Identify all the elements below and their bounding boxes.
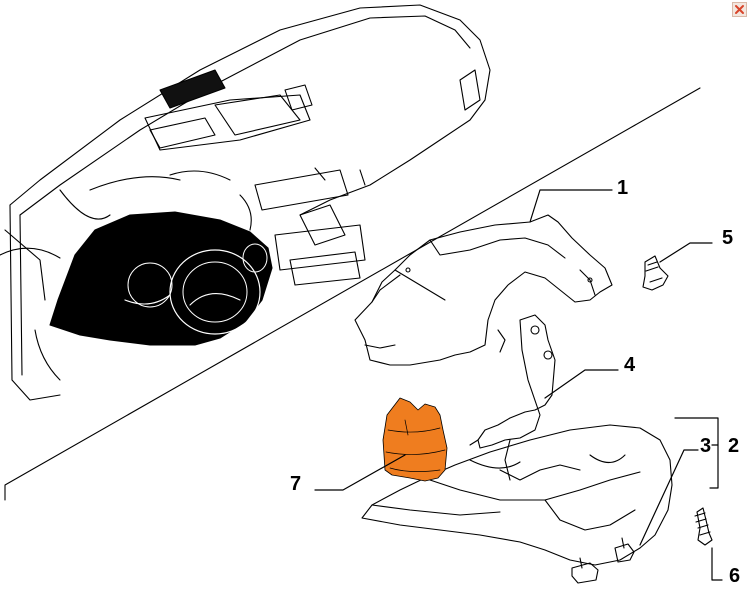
- dashboard-cluster-highlight: [49, 211, 273, 346]
- callout-1: 1: [617, 177, 629, 199]
- part-2-lower-shroud: [361, 424, 673, 566]
- part-6-bolt: [694, 507, 713, 546]
- close-button[interactable]: [732, 2, 747, 17]
- leader-3: [639, 449, 699, 546]
- leader-7: [314, 454, 406, 491]
- callout-2: 2: [728, 435, 740, 457]
- leader-6: [711, 547, 723, 581]
- callout-7: 7: [290, 473, 302, 495]
- part-7-orange-trim: [382, 397, 448, 482]
- part-5-screw: [642, 255, 669, 291]
- leader-4: [544, 369, 619, 399]
- leader-2: [674, 417, 719, 446]
- part-4-bracket: [469, 314, 556, 449]
- callout-5: 5: [722, 227, 734, 249]
- callout-3: 3: [700, 435, 712, 457]
- part-3-clips: [571, 537, 635, 584]
- leader-1: [529, 189, 613, 223]
- callout-4: 4: [624, 354, 636, 376]
- leader-2b: [709, 444, 719, 489]
- part-1-upper-shroud: [354, 214, 613, 366]
- close-icon: [735, 5, 744, 14]
- section-divider-line: [4, 87, 701, 501]
- leader-lines: [314, 189, 723, 581]
- callout-6: 6: [729, 565, 741, 587]
- leader-5: [659, 242, 713, 263]
- dashboard-outline: [0, 4, 491, 401]
